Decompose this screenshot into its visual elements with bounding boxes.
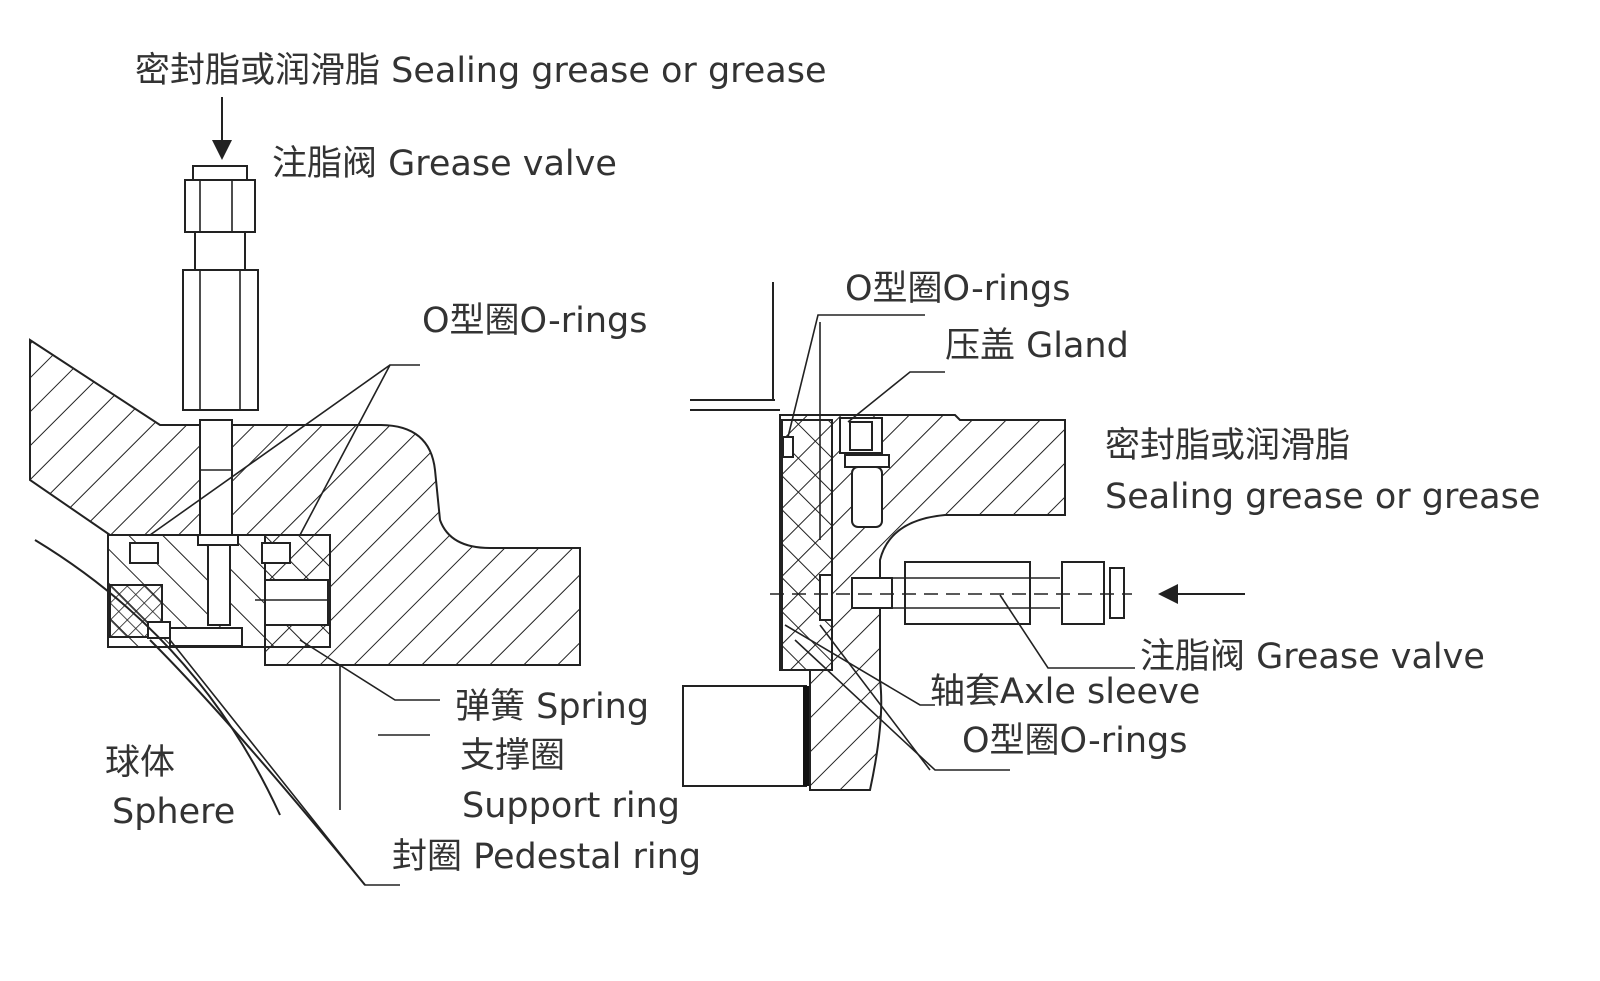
grease-valve-hex-lower	[182, 269, 259, 411]
o-ring-gland	[782, 436, 794, 458]
label-sphere-cn: 球体	[105, 743, 175, 783]
label-sealing-grease-cn: 密封脂或润滑脂	[1105, 426, 1350, 466]
left-view: 密封脂或润滑脂 Sealing grease or grease 注脂阀 Gre…	[29, 51, 827, 886]
stem-block	[682, 685, 807, 787]
channel-plug	[197, 534, 239, 546]
grease-valve-hex-upper	[184, 179, 256, 233]
o-ring-right	[261, 542, 291, 564]
grease-valve-body-right	[904, 561, 1031, 625]
grease-valve-cap	[192, 165, 248, 181]
gland-washer	[844, 454, 890, 468]
grease-valve-neck	[194, 229, 246, 271]
label-grease-valve-right: 注脂阀 Grease valve	[1140, 637, 1485, 677]
label-gland: 压盖 Gland	[945, 326, 1129, 366]
grease-valve-cap-right	[1109, 567, 1125, 619]
support-ring	[169, 627, 243, 647]
label-o-rings-top: O型圈O-rings	[845, 269, 1070, 309]
injection-stem	[199, 419, 233, 536]
label-sealing-grease-en: Sealing grease or grease	[1105, 477, 1540, 517]
label-grease-valve: 注脂阀 Grease valve	[272, 144, 617, 184]
label-spring: 弹簧 Spring	[455, 687, 649, 727]
o-ring-left	[129, 542, 159, 564]
valve-body	[29, 338, 581, 666]
bolt-hole	[851, 466, 883, 528]
label-sealing-grease: 密封脂或润滑脂 Sealing grease or grease	[135, 51, 827, 91]
label-axle-sleeve: 轴套Axle sleeve	[930, 672, 1200, 712]
label-support-ring-en: Support ring	[462, 786, 680, 826]
label-sphere-en: Sphere	[112, 792, 235, 832]
right-view: O型圈O-rings 压盖 Gland 密封脂或润滑脂 Sealing grea…	[682, 269, 1540, 791]
label-o-rings-bottom: O型圈O-rings	[962, 721, 1187, 761]
sphere-outline	[34, 539, 281, 816]
grease-channel	[207, 539, 231, 626]
grease-valve-tip	[851, 577, 893, 609]
label-pedestal-ring: 封圈 Pedestal ring	[392, 837, 701, 877]
spring-element	[264, 579, 329, 626]
label-o-rings: O型圈O-rings	[422, 301, 647, 341]
grease-valve-hex-right	[1061, 561, 1105, 625]
label-support-ring-cn: 支撑圈	[460, 736, 565, 776]
